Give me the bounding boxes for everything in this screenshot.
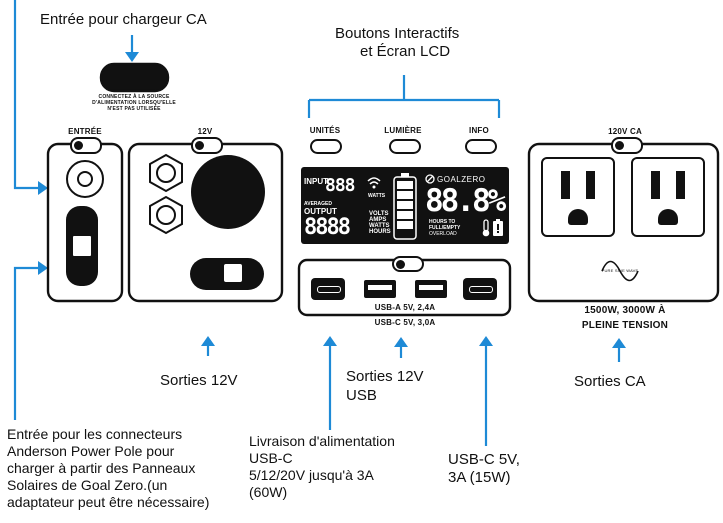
ac-spec-line2: PLEINE TENSION [581, 320, 669, 331]
usb-c-pd-port[interactable] [311, 278, 345, 300]
thermometer-icon [482, 219, 490, 237]
callout-usbc-pd: Livraison d'alimentation USB-C 5/12/20V … [249, 433, 395, 500]
lcd-input-digits: 888 [325, 175, 355, 196]
wifi-icon [367, 177, 381, 189]
ac-toggle[interactable] [611, 137, 643, 154]
usb-a-port-right[interactable] [415, 280, 447, 298]
usb-c-5v-port[interactable] [463, 278, 497, 300]
ac-outlet-left[interactable] [541, 157, 615, 237]
callout-outputs-12v: Sorties 12V [160, 372, 238, 389]
callout-anderson-input: Entrée pour les connecteurs Anderson Pow… [7, 426, 210, 510]
lcd-screen: INPUT 888 WATTS AVERAGED OUTPUT 8888 VOL… [301, 167, 509, 244]
ac-label: 120V CA [608, 127, 642, 136]
usb-spec-a: USB-A 5V, 2,4A [374, 303, 436, 312]
anderson-port[interactable] [66, 206, 98, 286]
lcd-input-label: INPUT [304, 177, 328, 186]
lcd-hours-to: HOURS TO [429, 219, 456, 225]
circle-slash-icon [425, 174, 435, 184]
battery-warning-icon [493, 219, 503, 236]
twelve-v-toggle[interactable] [191, 137, 223, 154]
battery-icon [393, 173, 417, 240]
usb-spec-c: USB-C 5V, 3,0A [374, 318, 436, 327]
callout-buttons-lcd-line2: et Écran LCD [360, 43, 451, 60]
lcd-percent: 88.8% [425, 183, 506, 219]
twelve-v-switch[interactable] [190, 258, 264, 290]
car-port [191, 155, 265, 229]
lcd-overload: OVERLOAD [429, 231, 457, 237]
entree-label: ENTRÉE [68, 127, 102, 136]
usb-a-port-left[interactable] [364, 280, 396, 298]
entree-toggle[interactable] [70, 137, 102, 154]
pure-sine-label: PURE SINE WAVE [601, 268, 639, 273]
ac-spec-line1: 1500W, 3000W À [584, 305, 666, 316]
callout-outputs-12v-usb-line1: Sorties 12V [346, 368, 424, 385]
lcd-watts-label: WATTS [368, 193, 386, 199]
usb-toggle[interactable] [392, 256, 424, 272]
ac-charger-port[interactable] [66, 160, 104, 198]
lcd-averaged-label: AVERAGED [304, 201, 332, 207]
charger-note: CONNECTEZ À LA SOURCE D'ALIMENTATION LOR… [92, 94, 176, 112]
btn-info-label: INFO [469, 126, 489, 135]
info-button[interactable] [465, 139, 497, 154]
ac-outlet-right[interactable] [631, 157, 705, 237]
btn-light-label: LUMIÈRE [384, 126, 422, 135]
lcd-full-empty: FULL/EMPTY [429, 225, 461, 231]
btn-units-label: UNITÉS [309, 126, 341, 135]
callout-ac-charger-input: Entrée pour chargeur CA [40, 11, 207, 28]
light-button[interactable] [389, 139, 421, 154]
callout-usbc-5v: USB-C 5V, 3A (15W) [448, 451, 520, 486]
lcd-brand: GOALZERO [437, 175, 486, 184]
sine-wave-icon [601, 260, 639, 282]
callout-outputs-12v-usb-line2: USB [346, 387, 377, 404]
twelve-v-label: 12V [197, 127, 213, 136]
lcd-output-digits: 8888 [304, 215, 351, 240]
units-button[interactable] [310, 139, 342, 154]
lcd-output-label: OUTPUT [304, 207, 337, 216]
callout-buttons-lcd-line1: Boutons Interactifs [335, 25, 460, 42]
callout-outputs-ac: Sorties CA [574, 373, 646, 390]
lcd-units-list: VOLTS AMPS WATTS HOURS [369, 211, 391, 235]
